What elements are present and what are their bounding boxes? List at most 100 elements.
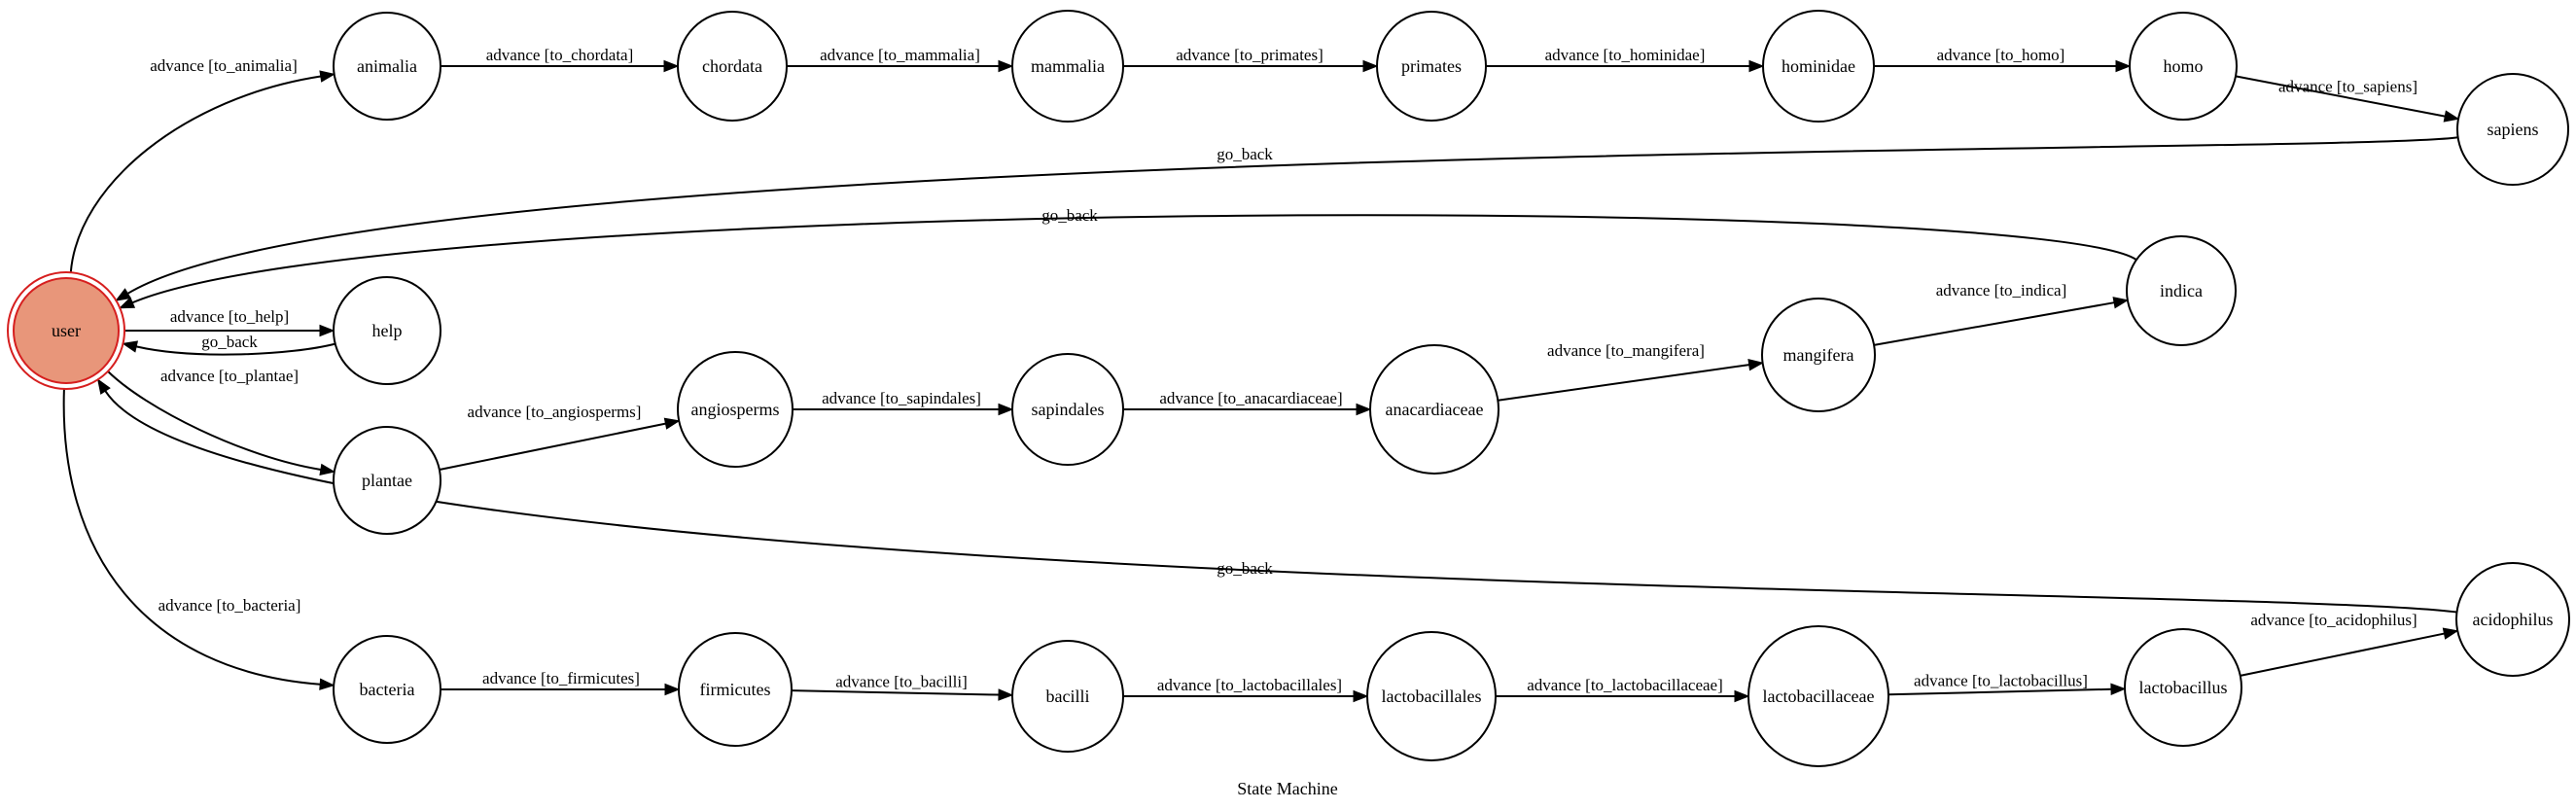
transition-bacilli-to-lactobacillales: advance [to_lactobacillales]	[1123, 676, 1369, 703]
state-circle	[2129, 12, 2238, 121]
state-circle	[2124, 628, 2242, 747]
transition-label: advance [to_help]	[170, 307, 289, 326]
state-help[interactable]: help	[333, 276, 441, 385]
state-lactobacillus[interactable]: lactobacillus	[2124, 628, 2242, 747]
state-label: anacardiaceae	[1386, 400, 1484, 419]
state-circle	[1011, 640, 1124, 753]
state-user[interactable]: user	[7, 271, 125, 390]
state-circle	[1376, 11, 1487, 122]
state-indica[interactable]: indica	[2126, 235, 2237, 346]
diagram-caption: State Machine	[1237, 779, 1337, 798]
arrowhead	[2110, 683, 2127, 696]
state-angiosperms[interactable]: angiosperms	[677, 351, 794, 468]
state-label: primates	[1401, 56, 1462, 76]
transition-lactobacillus-to-acidophilus: advance [to_acidophilus]	[2240, 611, 2459, 677]
state-lactobacillales[interactable]: lactobacillales	[1366, 631, 1497, 761]
arrowhead	[319, 324, 335, 337]
state-acidophilus[interactable]: acidophilus	[2455, 562, 2570, 677]
transition-primates-to-hominidae: advance [to_hominidae]	[1486, 46, 1765, 73]
state-homo[interactable]: homo	[2129, 12, 2238, 121]
arrowhead	[1747, 359, 1764, 371]
transition-help-to-user: go_back	[122, 333, 335, 356]
transition-label: advance [to_lactobacillus]	[1914, 672, 2088, 690]
state-label: hominidae	[1782, 56, 1855, 76]
state-bacteria[interactable]: bacteria	[333, 635, 441, 744]
arrowhead	[663, 417, 681, 430]
arrowhead	[319, 70, 335, 83]
state-circle	[677, 351, 794, 468]
transition-line	[439, 422, 666, 471]
initial-state-outer-ring	[7, 271, 125, 390]
transition-user-to-bacteria: advance [to_bacteria]	[62, 388, 335, 690]
arrowhead	[1734, 689, 1750, 703]
transition-user-to-help: advance [to_help]	[124, 307, 335, 337]
state-label: acidophilus	[2473, 610, 2554, 629]
arrowhead	[664, 683, 681, 696]
state-circle	[333, 426, 441, 535]
arrowhead	[998, 59, 1014, 73]
state-label: help	[372, 321, 403, 340]
transition-mammalia-to-primates: advance [to_primates]	[1123, 46, 1379, 73]
transition-label: go_back	[1041, 206, 1098, 225]
state-lactobacillaceae[interactable]: lactobacillaceae	[1747, 625, 1889, 767]
transition-acidophilus-to-user: go_back	[96, 378, 2457, 614]
transition-bacteria-to-firmicutes: advance [to_firmicutes]	[441, 669, 681, 696]
state-sapiens[interactable]: sapiens	[2456, 73, 2569, 186]
transition-line	[1888, 687, 2112, 696]
state-label: firmicutes	[700, 680, 771, 699]
transition-firmicutes-to-bacilli: advance [to_bacilli]	[791, 673, 1014, 701]
transition-homo-to-sapiens: advance [to_sapiens]	[2235, 75, 2460, 123]
transition-line	[126, 136, 2458, 295]
state-label: lactobacillaceae	[1763, 687, 1875, 706]
state-primates[interactable]: primates	[1376, 11, 1487, 122]
arrowhead	[1362, 59, 1379, 73]
transition-lactobacillaceae-to-lactobacillus: advance [to_lactobacillus]	[1888, 672, 2127, 696]
transition-line	[107, 370, 322, 471]
state-circle	[677, 11, 788, 122]
transition-label: advance [to_sapindales]	[822, 389, 981, 407]
transition-line	[2235, 75, 2446, 118]
transition-label: advance [to_primates]	[1176, 46, 1323, 64]
transition-plantae-to-angiosperms: advance [to_angiosperms]	[439, 403, 681, 471]
state-anacardiaceae[interactable]: anacardiaceae	[1369, 344, 1500, 475]
state-bacilli[interactable]: bacilli	[1011, 640, 1124, 753]
transition-line	[131, 214, 2137, 304]
arrowhead	[663, 59, 680, 73]
transition-user-to-plantae: advance [to_plantae]	[107, 367, 336, 476]
state-label: lactobacillus	[2139, 678, 2228, 697]
state-label: indica	[2160, 281, 2203, 300]
transition-line	[69, 75, 321, 273]
transition-label: go_back	[201, 333, 258, 351]
state-plantae[interactable]: plantae	[333, 426, 441, 535]
transition-lactobacillales-to-lactobacillaceae: advance [to_lactobacillaceae]	[1496, 676, 1750, 703]
state-mammalia[interactable]: mammalia	[1011, 10, 1124, 123]
state-circle	[1011, 353, 1124, 466]
arrowhead	[998, 688, 1014, 701]
state-firmicutes[interactable]: firmicutes	[678, 632, 793, 747]
arrowhead	[319, 678, 335, 690]
transition-line	[62, 388, 321, 686]
transition-label: advance [to_lactobacillales]	[1157, 676, 1342, 694]
states-layer: user help animalia chordata mammalia primates…	[7, 10, 2570, 767]
transition-chordata-to-mammalia: advance [to_mammalia]	[787, 46, 1014, 73]
transition-label: advance [to_mangifera]	[1547, 341, 1705, 360]
transition-animalia-to-chordata: advance [to_chordata]	[441, 46, 680, 73]
state-label: angiosperms	[691, 400, 780, 419]
state-chordata[interactable]: chordata	[677, 11, 788, 122]
state-circle	[2126, 235, 2237, 346]
state-mangifera[interactable]: mangifera	[1761, 298, 1876, 412]
transition-anacardiaceae-to-mangifera: advance [to_mangifera]	[1498, 341, 1764, 402]
state-label: bacteria	[360, 680, 415, 699]
arrowhead	[1748, 59, 1765, 73]
transition-user-to-animalia: advance [to_animalia]	[69, 56, 335, 273]
state-circle	[1747, 625, 1889, 767]
state-sapindales[interactable]: sapindales	[1011, 353, 1124, 466]
state-label: mammalia	[1031, 56, 1105, 76]
state-hominidae[interactable]: hominidae	[1762, 10, 1875, 123]
state-animalia[interactable]: animalia	[333, 12, 441, 121]
state-label: plantae	[362, 471, 412, 490]
state-circle	[1366, 631, 1497, 761]
arrowhead	[998, 403, 1014, 416]
transition-label: advance [to_angiosperms]	[468, 403, 642, 421]
